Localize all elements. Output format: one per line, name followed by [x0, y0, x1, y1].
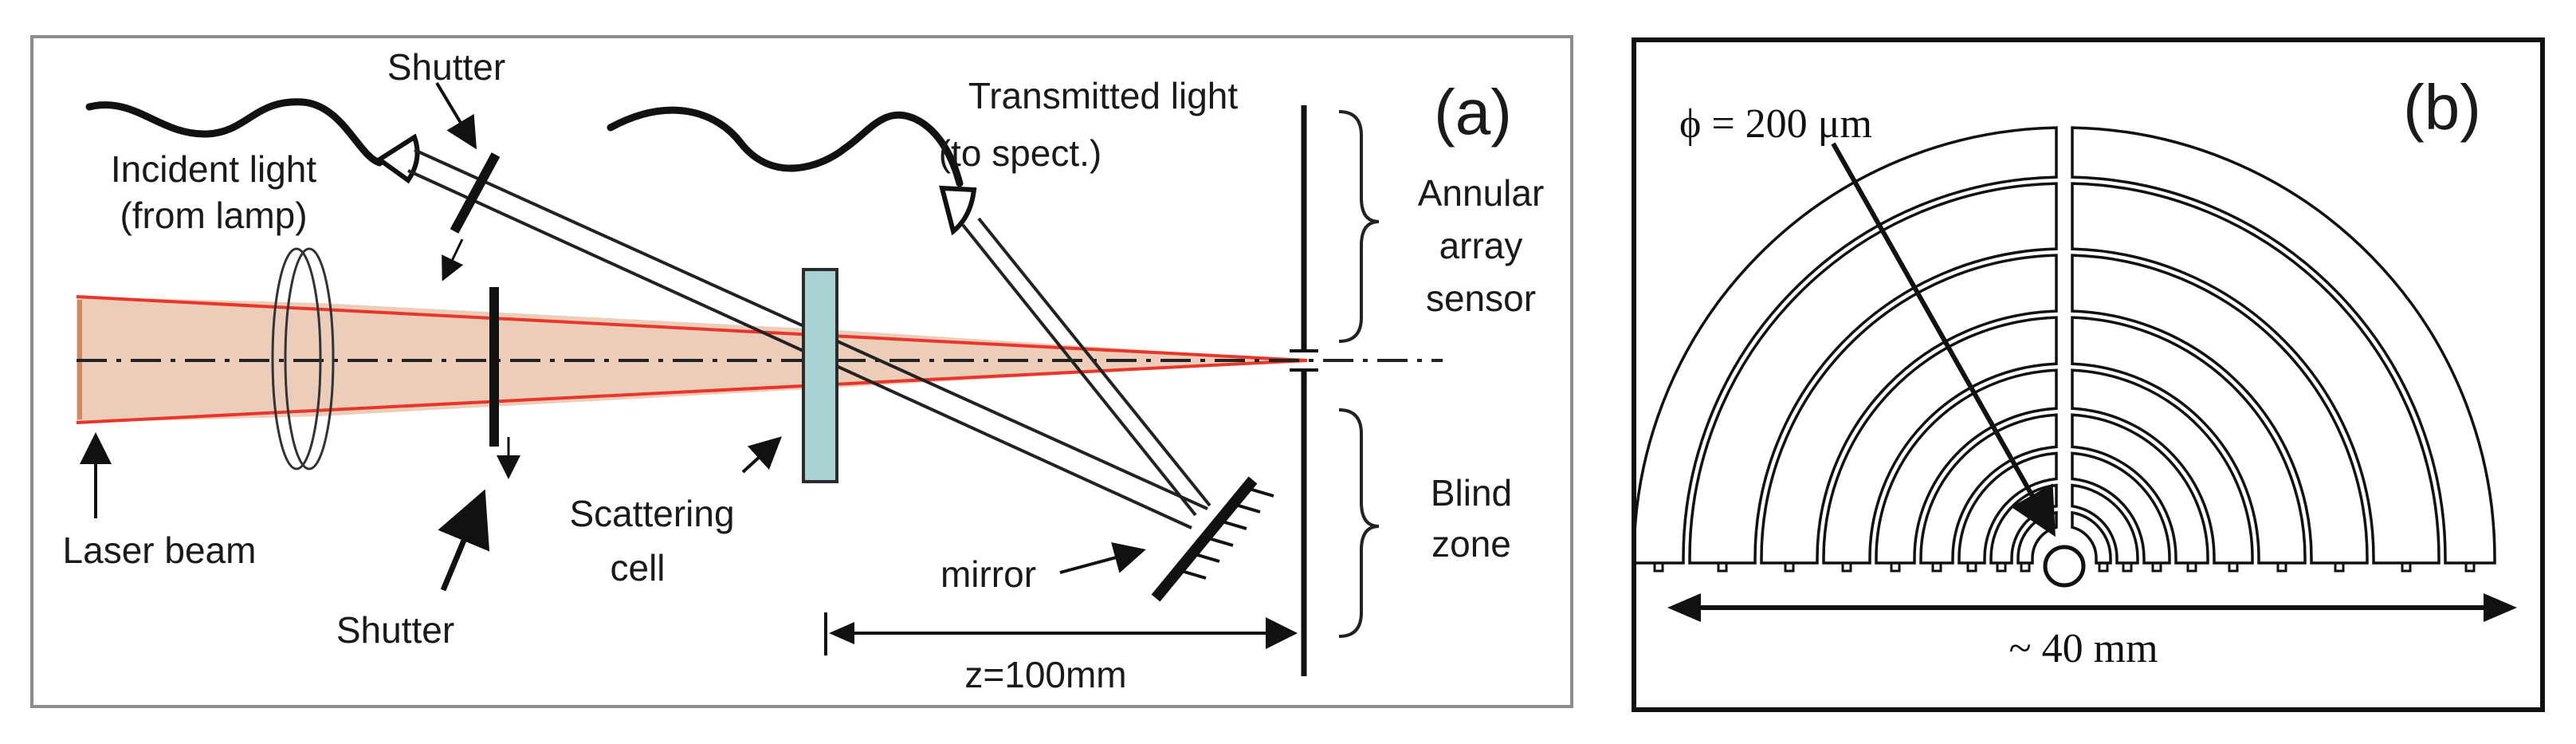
- scattering-cell: [802, 268, 838, 483]
- panel-a: (a) Shutter Incident light (from lamp) T…: [30, 35, 1573, 708]
- scattering-label-1: Scattering: [569, 493, 734, 534]
- top-shutter-motion-arrow: [442, 238, 464, 281]
- sensor-ring-tab: [2186, 561, 2197, 573]
- sensor-ring-tab: [1966, 561, 1977, 573]
- annular-brace: [1338, 110, 1380, 343]
- blind-label-2: zone: [1431, 523, 1511, 565]
- transmitted-label-2: (to spect.): [939, 132, 1102, 174]
- annular-label-3: sensor: [1426, 278, 1536, 319]
- panel-b-tag: (b): [2403, 72, 2481, 143]
- sensor-ring-6-left: [1822, 316, 2058, 565]
- shutter-bottom-pointer: [438, 489, 490, 592]
- incident-label-1: Incident light: [111, 148, 316, 190]
- sensor-ring-1-right: [2071, 510, 2112, 565]
- annular-label-1: Annular: [1418, 172, 1545, 214]
- sensor-ring-tab: [2122, 561, 2133, 573]
- sensor-ring-tab: [1931, 561, 1942, 573]
- transmitted-fiber-head: [939, 185, 977, 236]
- width-arrow-head-right: [2484, 593, 2517, 622]
- sensor-ring-tab: [1841, 561, 1852, 573]
- scattering-pointer: [741, 436, 782, 474]
- mirror-label: mirror: [940, 553, 1036, 595]
- distance-arrow-head-left: [829, 622, 854, 644]
- panel-a-tag: (a): [1434, 77, 1512, 148]
- shutter-top-label: Shutter: [387, 46, 505, 88]
- sensor-ring-3-right: [2071, 451, 2171, 565]
- shutter-top-pointer: [435, 81, 477, 150]
- transmitted-ray-2: [977, 217, 1211, 507]
- sensor-ring-2-right: [2071, 483, 2139, 565]
- width-arrow-head-left: [1667, 593, 1701, 622]
- shutter-bottom-label: Shutter: [336, 609, 454, 651]
- sensor-ring-4-right: [2071, 413, 2209, 565]
- sensor-ring-tab: [2098, 561, 2109, 573]
- transmitted-ray-1: [961, 223, 1197, 517]
- diameter-label: ϕ = 200 μm: [1679, 101, 1872, 147]
- sensor-ring-tab: [1996, 561, 2007, 573]
- blind-label-1: Blind: [1431, 472, 1512, 514]
- incident-fiber: [85, 98, 383, 167]
- sensor-ring-7-left: [1760, 254, 2058, 565]
- sensor-ring-tab: [2151, 561, 2162, 573]
- distance-label: z=100mm: [964, 654, 1126, 695]
- sensor-ring-tab: [2020, 561, 2031, 573]
- sensor-ring-9-right: [2071, 126, 2496, 565]
- annular-sensor-rings: [1632, 126, 2496, 573]
- sensor-ring-5-left: [1875, 368, 2058, 565]
- sensor-ring-tab: [2228, 561, 2239, 573]
- panel-b: (b) ϕ = 200 μm ~ 40 mm: [1632, 37, 2545, 712]
- transmitted-label-1: Transmitted light: [968, 75, 1239, 116]
- sensor-ring-tab: [2276, 561, 2287, 573]
- width-label: ~ 40 mm: [2009, 626, 2158, 671]
- blind-brace: [1338, 408, 1380, 638]
- sensor-ring-tab: [1717, 561, 1728, 573]
- annular-label-2: array: [1439, 225, 1523, 266]
- laser-label: Laser beam: [63, 529, 257, 571]
- sensor-ring-8-left: [1688, 182, 2058, 565]
- sensor-ring-8-right: [2071, 182, 2441, 565]
- sensor-ring-tab: [2334, 561, 2345, 573]
- lens: [271, 247, 335, 470]
- sensor-ring-tab: [1653, 561, 1664, 573]
- mirror-pointer: [1059, 542, 1146, 574]
- sensor-ring-6-right: [2071, 316, 2307, 565]
- sensor-ring-7-right: [2071, 254, 2369, 565]
- sensor-ring-tab: [2401, 561, 2412, 573]
- sensor-ring-tab: [1784, 561, 1795, 573]
- sensor-ring-9-left: [1632, 126, 2058, 565]
- laser-beam-edge-top: [76, 295, 1308, 362]
- transmitted-fiber: [607, 106, 964, 187]
- mirror: [1151, 476, 1274, 602]
- sensor-ring-tab: [2464, 561, 2476, 573]
- sensor-ring-tab: [1890, 561, 1901, 573]
- sensor-ring-4-left: [1919, 413, 2058, 565]
- incident-ray-2: [407, 169, 1192, 529]
- top-shutter: [450, 152, 501, 234]
- diameter-pointer: [1831, 142, 2056, 537]
- scattering-label-2: cell: [610, 547, 665, 589]
- incident-fiber-head: [375, 133, 420, 184]
- center-aperture: [2043, 545, 2086, 588]
- incident-label-2: (from lamp): [120, 195, 307, 236]
- sensor-ring-5-right: [2071, 368, 2254, 565]
